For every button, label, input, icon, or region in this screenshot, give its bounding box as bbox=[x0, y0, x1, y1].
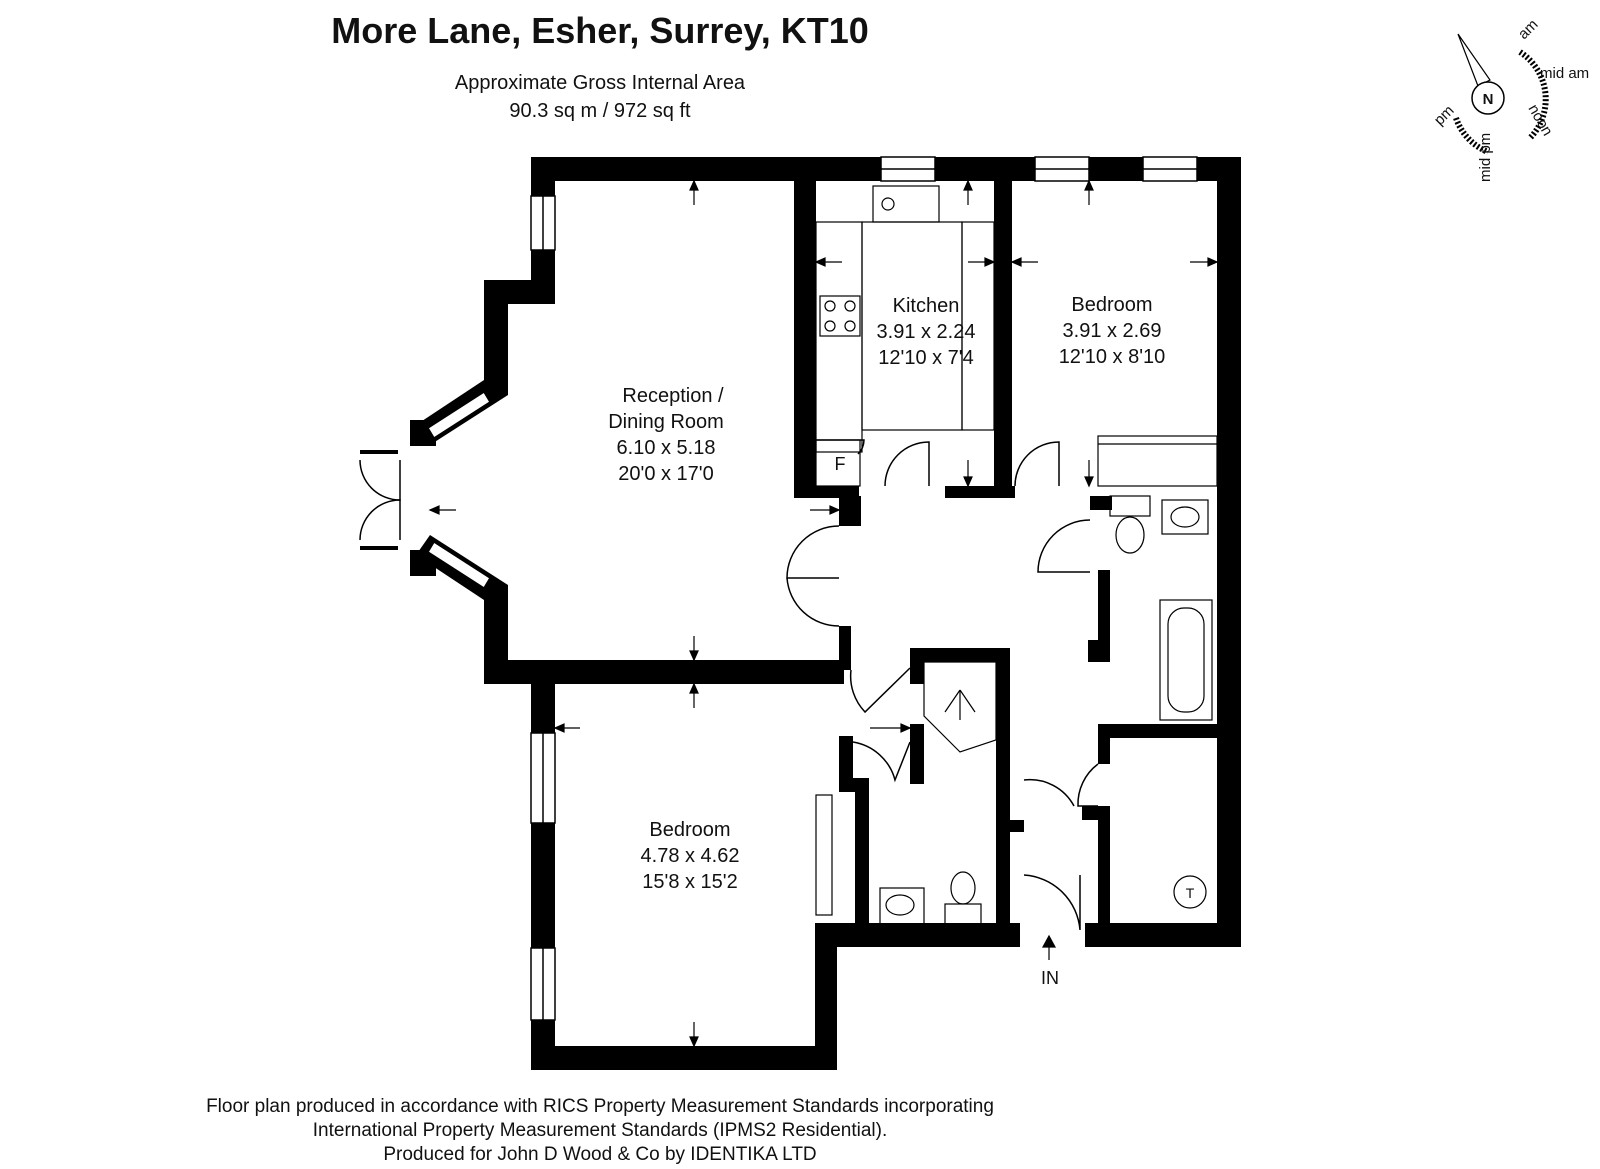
compass: N am mid am noon mid pm pm bbox=[1431, 16, 1589, 182]
footer-line-1: Floor plan produced in accordance with R… bbox=[206, 1096, 994, 1117]
footer-line-3: Produced for John D Wood & Co by IDENTIK… bbox=[383, 1144, 817, 1165]
bath-icon bbox=[1159, 599, 1213, 721]
bedroom1-imperial: 12'10 x 8'10 bbox=[1059, 346, 1166, 368]
windows bbox=[530, 156, 1198, 1021]
basin-icon-2 bbox=[885, 894, 915, 916]
toilet-icon-2 bbox=[950, 871, 976, 905]
bedroom1-metric: 3.91 x 2.69 bbox=[1063, 320, 1162, 342]
kitchen-name: Kitchen bbox=[893, 295, 960, 317]
fridge-box bbox=[815, 439, 861, 487]
entrance-label: IN bbox=[1041, 968, 1059, 988]
fixtures bbox=[815, 185, 1218, 925]
area-label: Approximate Gross Internal Area bbox=[454, 72, 746, 94]
reception-name-1: Reception / bbox=[622, 385, 724, 407]
compass-north: N bbox=[1483, 91, 1494, 108]
toilet-cistern-icon bbox=[1109, 495, 1151, 517]
kitchen-imperial: 12'10 x 7'4 bbox=[878, 347, 974, 369]
compass-needle-icon bbox=[1457, 33, 1491, 87]
bedroom2-metric: 4.78 x 4.62 bbox=[641, 845, 740, 867]
tank-label: T bbox=[1186, 885, 1195, 901]
bedroom2-name: Bedroom bbox=[649, 819, 730, 841]
compass-mid-pm: mid pm bbox=[1477, 133, 1494, 182]
compass-mid-am: mid am bbox=[1540, 65, 1589, 82]
doors bbox=[359, 439, 1099, 931]
sink-icon bbox=[872, 185, 940, 223]
basin-icon bbox=[1170, 506, 1200, 528]
hob-icon bbox=[819, 295, 861, 337]
compass-noon: noon bbox=[1525, 102, 1556, 139]
footer-line-2: International Property Measurement Stand… bbox=[312, 1120, 888, 1141]
tank-icon bbox=[1173, 875, 1207, 909]
bedroom1-name: Bedroom bbox=[1071, 294, 1152, 316]
area-value: 90.3 sq m / 972 sq ft bbox=[509, 100, 691, 122]
shower-icon bbox=[923, 661, 997, 753]
toilet-icon bbox=[1115, 516, 1145, 554]
bay-window-walls bbox=[410, 380, 508, 600]
fridge-label: F bbox=[835, 454, 846, 474]
reception-imperial: 20'0 x 17'0 bbox=[618, 463, 714, 485]
page-title: More Lane, Esher, Surrey, KT10 bbox=[331, 10, 869, 51]
compass-pm: pm bbox=[1431, 102, 1458, 129]
reception-name-2: Dining Room bbox=[608, 411, 724, 433]
reception-metric: 6.10 x 5.18 bbox=[617, 437, 716, 459]
toilet-cistern-icon-2 bbox=[944, 903, 982, 925]
dimension-arrows bbox=[428, 179, 1219, 1048]
interior-walls bbox=[794, 181, 1217, 947]
kitchen-metric: 3.91 x 2.24 bbox=[877, 321, 976, 343]
compass-am: am bbox=[1515, 16, 1542, 43]
bedroom2-imperial: 15'8 x 15'2 bbox=[642, 871, 738, 893]
outer-walls bbox=[484, 157, 1241, 1070]
